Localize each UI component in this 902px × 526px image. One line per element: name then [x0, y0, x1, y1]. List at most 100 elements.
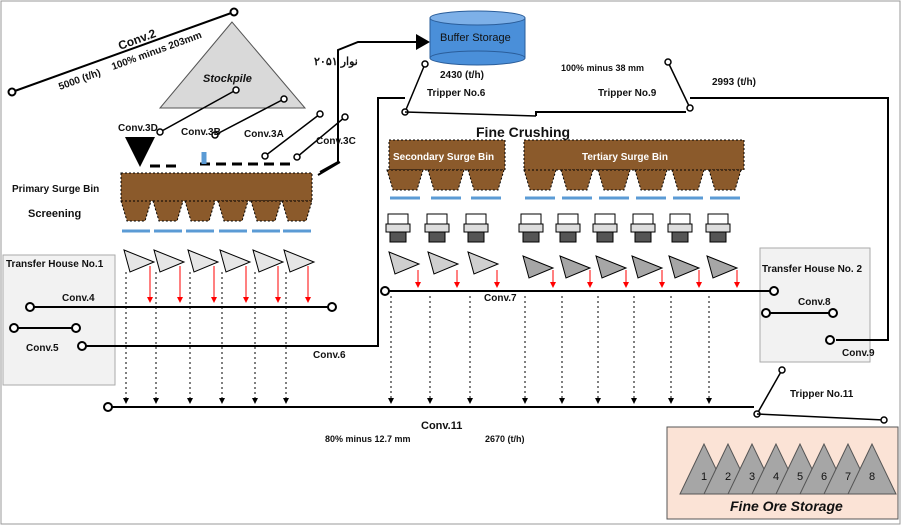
tertiary-screen — [559, 255, 592, 279]
transfer-house-1-label: Transfer House No.1 — [6, 259, 104, 270]
primary-hopper — [281, 200, 313, 222]
crusher — [705, 213, 731, 243]
secondary-hopper — [467, 169, 505, 191]
pile-number: 1 — [701, 471, 707, 483]
pile-number: 5 — [797, 471, 803, 483]
crusher — [667, 213, 693, 243]
conv3a-belt — [264, 113, 321, 157]
tripper6-label: Tripper No.6 — [427, 88, 486, 99]
stockpile-label: Stockpile — [203, 73, 252, 85]
primary-screen — [283, 249, 316, 273]
screening-label: Screening — [28, 208, 81, 220]
primary-surge-bin — [120, 172, 313, 202]
primary-hopper — [152, 200, 184, 222]
conv2051-label: نوار ۲۰۵۱ — [314, 56, 358, 68]
tripper11-label: Tripper No.11 — [790, 389, 854, 400]
secondary-hopper — [427, 169, 465, 191]
conv3d-belt — [159, 89, 237, 133]
primary-screen — [123, 249, 156, 273]
conv3a-label: Conv.3A — [244, 129, 284, 140]
size-127-label: 80% minus 12.7 mm — [325, 434, 411, 444]
tertiary-hopper — [523, 169, 557, 191]
conv9-label: Conv.9 — [842, 348, 875, 359]
primary-hopper — [120, 200, 152, 222]
transfer-house-2-label: Transfer House No. 2 — [762, 264, 862, 275]
crusher — [592, 213, 618, 243]
buffer-storage-tank — [429, 10, 526, 66]
tertiary-hopper — [671, 169, 705, 191]
conv5-label: Conv.5 — [26, 343, 59, 354]
conv11-label: Conv.11 — [421, 420, 462, 432]
secondary-bin-label: Secondary Surge Bin — [393, 152, 494, 163]
screens — [123, 249, 739, 279]
conv6-belt — [82, 97, 405, 347]
conv3c-label: Conv.3C — [316, 136, 356, 147]
conv2-rate: 5000 (t/h) — [57, 67, 102, 92]
size-38-label: 100% minus 38 mm — [561, 63, 644, 73]
discharge-lines — [123, 266, 740, 404]
primary-screen — [219, 249, 252, 273]
crushers — [385, 213, 731, 243]
primary-bin-label: Primary Surge Bin — [12, 184, 99, 195]
primary-screen — [153, 249, 186, 273]
fine-ore-piles: 1 2 3 4 5 6 7 8 — [679, 442, 897, 495]
fine-ore-storage-label: Fine Ore Storage — [730, 498, 843, 514]
rate-2993: 2993 (t/h) — [712, 77, 756, 88]
secondary-screen — [427, 251, 460, 275]
tertiary-screen — [668, 255, 701, 279]
tertiary-hopper — [597, 169, 631, 191]
conv6-label: Conv.6 — [313, 350, 346, 361]
transfer-house-2-box — [759, 247, 871, 363]
tertiary-hopper — [634, 169, 668, 191]
conv9-belt — [690, 97, 889, 341]
conv3d-label: Conv.3D — [118, 123, 158, 134]
stockpile-shape — [158, 21, 307, 109]
conv2051-line — [319, 34, 430, 173]
crusher — [630, 213, 656, 243]
crusher — [518, 213, 544, 243]
crusher — [555, 213, 581, 243]
transfer-house-1-box — [2, 254, 116, 386]
buffer-storage-label: Buffer Storage — [440, 32, 511, 44]
tertiary-screen — [595, 255, 628, 279]
pile-number: 2 — [725, 471, 731, 483]
conv2-belt — [11, 11, 235, 93]
tertiary-surge-bin — [523, 139, 745, 171]
tertiary-screen — [522, 255, 555, 279]
crusher — [463, 213, 489, 243]
primary-screen — [187, 249, 220, 273]
buffer-rate: 2430 (t/h) — [440, 70, 484, 81]
pile-number: 4 — [773, 471, 779, 483]
crusher — [385, 213, 411, 243]
secondary-screen — [388, 251, 421, 275]
tripper9-label: Tripper No.9 — [598, 88, 657, 99]
conv2-pulley-left — [7, 87, 17, 97]
fine-crushing-title: Fine Crushing — [476, 124, 570, 140]
pile-number: 7 — [845, 471, 851, 483]
pile-number: 8 — [869, 471, 875, 483]
secondary-screen — [467, 251, 500, 275]
pile-number: 3 — [749, 471, 755, 483]
conv3b-label: Conv.3B — [181, 127, 221, 138]
crusher — [424, 213, 450, 243]
conv7-label: Conv.7 — [484, 293, 517, 304]
tertiary-screen — [631, 255, 664, 279]
conv8-label: Conv.8 — [798, 297, 831, 308]
rate-2670: 2670 (t/h) — [485, 434, 525, 444]
primary-hopper — [250, 200, 282, 222]
conv4-label: Conv.4 — [62, 293, 95, 304]
primary-hopper — [217, 200, 249, 222]
pile-number: 6 — [821, 471, 827, 483]
ore-pile: 8 — [847, 442, 897, 495]
secondary-hopper — [386, 169, 424, 191]
conv3b-belt — [214, 98, 285, 136]
primary-hopper — [184, 200, 216, 222]
primary-screen — [252, 249, 285, 273]
tertiary-hopper — [560, 169, 594, 191]
tertiary-hopper — [708, 169, 742, 191]
tertiary-bin-label: Tertiary Surge Bin — [582, 152, 668, 163]
bin-hoppers — [120, 169, 742, 233]
